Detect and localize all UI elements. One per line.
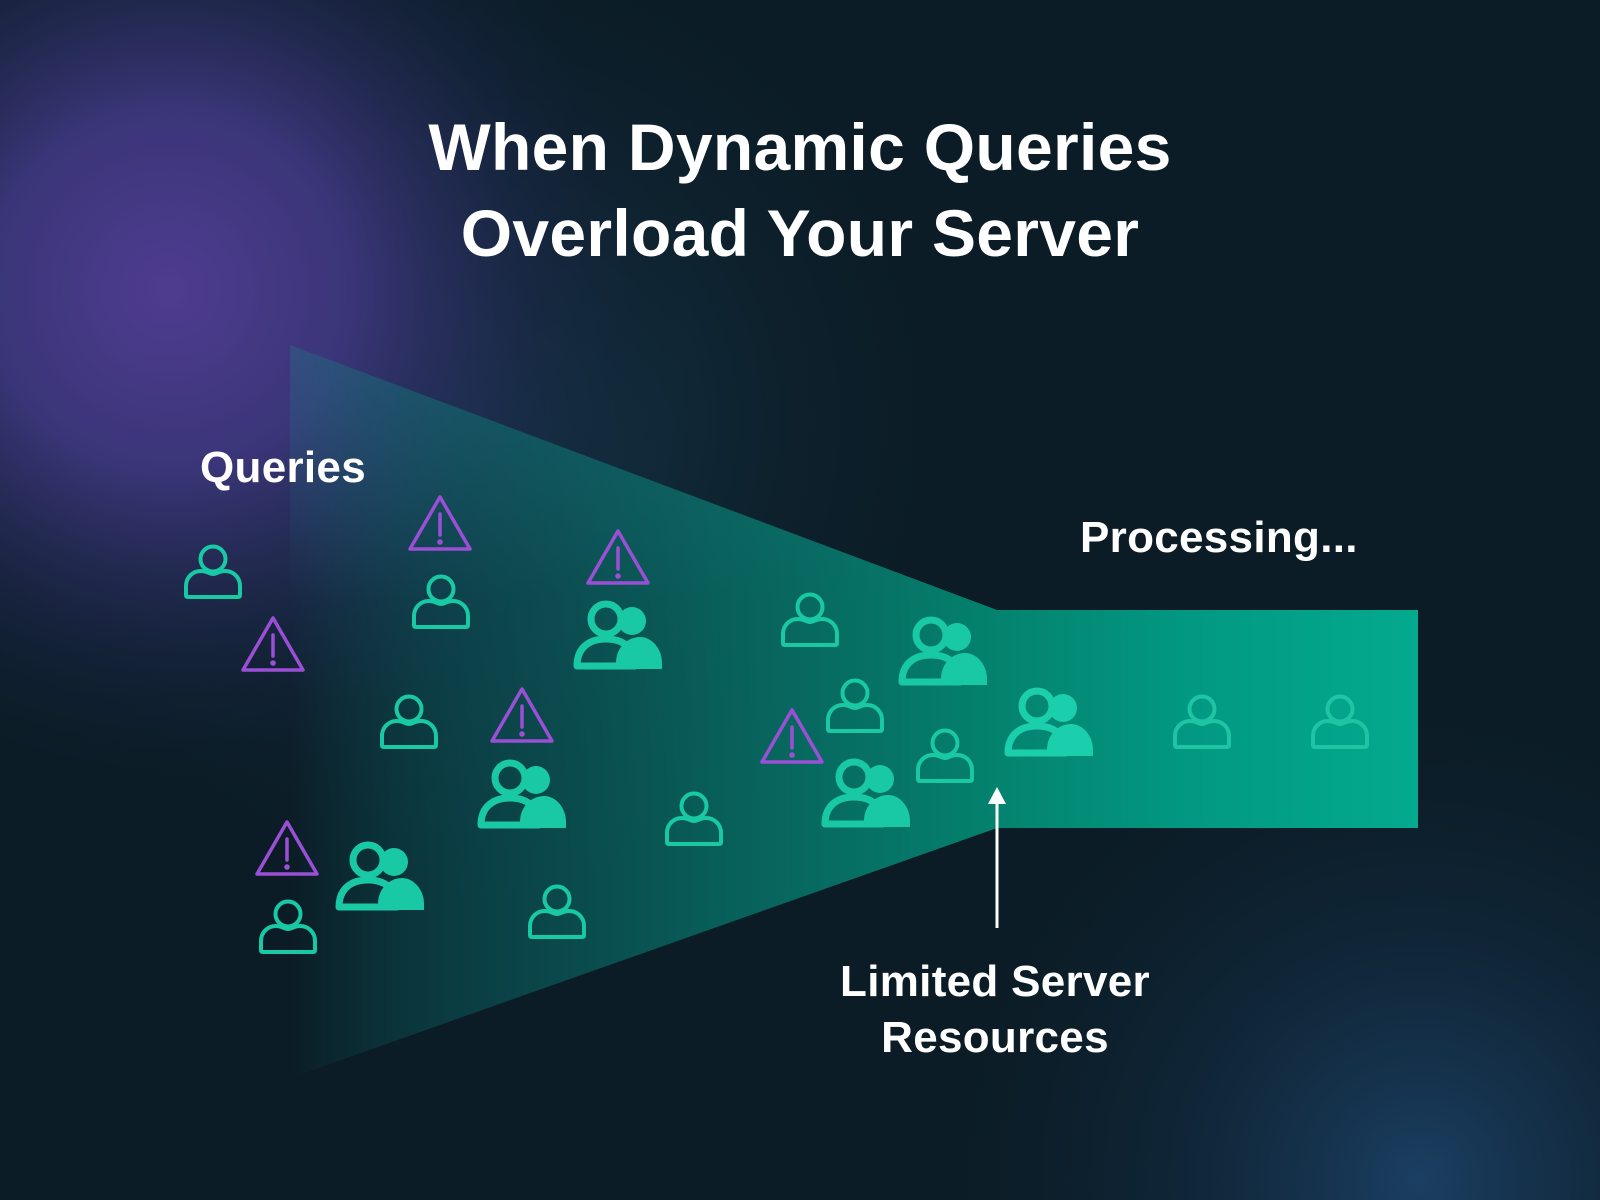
limited-line-1: Limited Server	[840, 957, 1150, 1006]
title-line-1: When Dynamic Queries	[428, 110, 1172, 184]
funnel-highlight	[290, 345, 997, 1078]
queries-label: Queries	[200, 443, 366, 492]
limited-resources-label: Limited Server Resources	[795, 954, 1195, 1066]
limited-line-2: Resources	[881, 1013, 1109, 1062]
diagram-title: When Dynamic Queries Overload Your Serve…	[300, 104, 1300, 276]
user-icon	[184, 544, 242, 599]
processing-label: Processing...	[1080, 513, 1358, 562]
title-line-2: Overload Your Server	[460, 196, 1140, 270]
resource-arrow	[988, 787, 1006, 928]
arrow-head-icon	[988, 787, 1006, 804]
